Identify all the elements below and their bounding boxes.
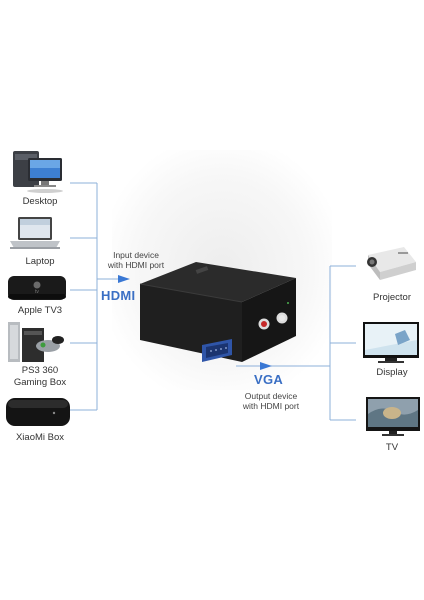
source-label-xiaomi: XiaoMi Box <box>15 432 65 443</box>
source-label-appletv: Apple TV3 <box>17 305 63 316</box>
source-label-ps3-line2: Gaming Box <box>13 377 67 388</box>
source-label-desktop: Desktop <box>22 196 58 207</box>
output-annotation-line2: with HDMI port <box>242 401 300 411</box>
destination-label-projector: Projector <box>372 292 411 303</box>
source-label-ps3-line1: PS3 360 <box>21 365 59 376</box>
hdmi-tag: HDMI <box>101 288 136 303</box>
destination-label-tv: TV <box>385 442 399 453</box>
input-annotation-line2: with HDMI port <box>107 260 165 270</box>
output-arrow-icon <box>260 362 272 370</box>
destination-label-display: Display <box>376 367 408 378</box>
input-arrow-icon <box>118 275 130 283</box>
svg-text:tv: tv <box>35 289 39 295</box>
output-annotation-line1: Output device <box>244 391 298 401</box>
vga-tag: VGA <box>254 372 284 387</box>
input-annotation-line1: Input device <box>113 250 159 260</box>
source-label-laptop: Laptop <box>25 256 55 267</box>
